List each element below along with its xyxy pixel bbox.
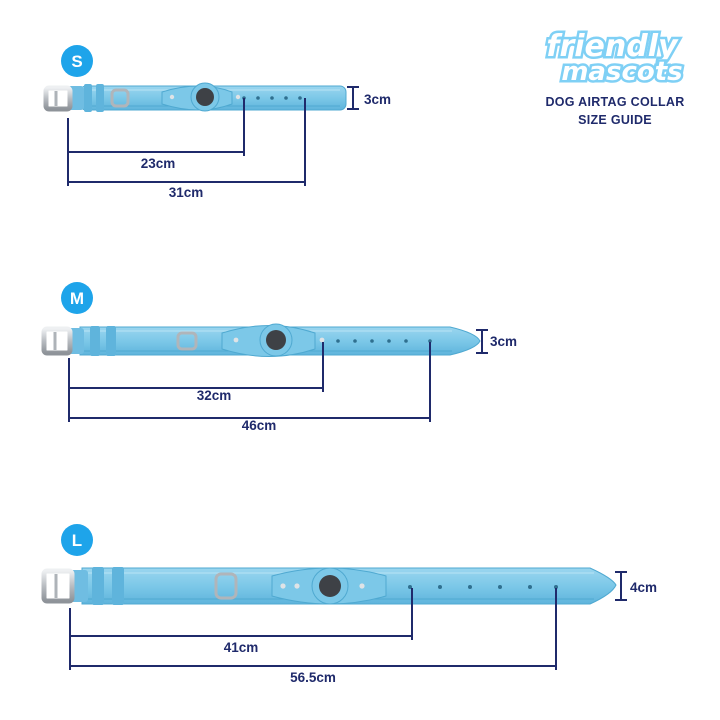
size-badge-l-label: L xyxy=(72,531,82,550)
width-bracket-l xyxy=(615,571,627,601)
size-section-m: M 3cm xyxy=(41,282,517,433)
guide-title-line2: SIZE GUIDE xyxy=(578,113,652,127)
width-label-l: 4cm xyxy=(630,580,657,595)
size-badge-m-label: M xyxy=(70,289,84,308)
width-bracket-m xyxy=(476,329,488,354)
long-length-label-l: 56.5cm xyxy=(290,670,336,685)
length-lines-l xyxy=(69,588,557,670)
collar-image-m xyxy=(41,323,481,357)
width-label-m: 3cm xyxy=(490,334,517,349)
width-bracket-s xyxy=(347,86,359,110)
guide-title-line1: DOG AIRTAG COLLAR xyxy=(545,95,684,109)
length-lines-s xyxy=(67,98,306,186)
logo-line2: mascots xyxy=(561,57,682,87)
long-length-label-s: 31cm xyxy=(169,185,204,200)
width-label-s: 3cm xyxy=(364,92,391,107)
size-badge-s-label: S xyxy=(71,52,82,71)
short-length-label-m: 32cm xyxy=(197,388,232,403)
size-badge-m xyxy=(61,282,93,314)
short-length-label-s: 23cm xyxy=(141,156,176,171)
size-badge-l xyxy=(61,524,93,556)
length-lines-m xyxy=(68,342,431,422)
short-length-label-l: 41cm xyxy=(224,640,259,655)
logo-line1: friendly xyxy=(546,29,679,64)
brand-logo: friendly mascots xyxy=(544,27,685,90)
collar-image-s xyxy=(43,82,347,112)
collar-image-l xyxy=(41,567,617,605)
size-badge-s xyxy=(61,45,93,77)
long-length-label-m: 46cm xyxy=(242,418,277,433)
size-section-l: L 4cm xyxy=(41,524,657,685)
size-section-s: S 3cm xyxy=(43,45,391,200)
